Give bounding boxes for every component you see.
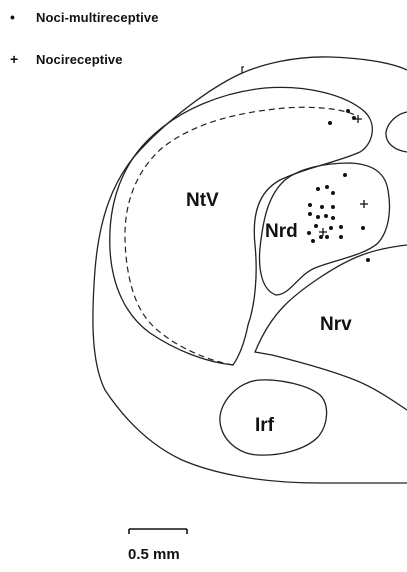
neuron-dot <box>328 121 332 125</box>
section-outline <box>93 57 407 483</box>
neuron-dot <box>331 191 335 195</box>
neuron-dot <box>346 109 350 113</box>
neuron-dot <box>316 215 320 219</box>
neuron-dot <box>308 212 312 216</box>
neuron-dot <box>325 235 329 239</box>
neuron-dot <box>331 216 335 220</box>
neuron-cross <box>360 200 368 208</box>
region-label-nrd: Nrd <box>265 221 298 242</box>
neuron-dot <box>329 226 333 230</box>
neuron-dot <box>331 205 335 209</box>
neuron-dot <box>361 226 365 230</box>
neuron-dot <box>311 239 315 243</box>
neuron-cross <box>354 115 362 123</box>
right-structure-outline <box>386 112 407 152</box>
region-label-irf: Irf <box>255 415 275 436</box>
neuron-dot <box>325 185 329 189</box>
neuron-dot <box>339 225 343 229</box>
neuron-dot <box>320 205 324 209</box>
scale-bar <box>129 529 187 534</box>
neuron-dot <box>343 173 347 177</box>
neuron-dot <box>314 224 318 228</box>
noci-multireceptive-dots <box>307 109 370 262</box>
neuron-dot <box>316 187 320 191</box>
neuron-dot <box>366 258 370 262</box>
neuron-dot <box>307 231 311 235</box>
region-label-ntv: NtV <box>186 190 219 211</box>
neuron-cross <box>319 228 327 236</box>
neuron-dot <box>339 235 343 239</box>
neuron-dot <box>308 203 312 207</box>
region-label-nrv: Nrv <box>320 314 352 335</box>
neuron-dot <box>324 214 328 218</box>
scale-bar-label: 0.5 mm <box>128 546 180 563</box>
